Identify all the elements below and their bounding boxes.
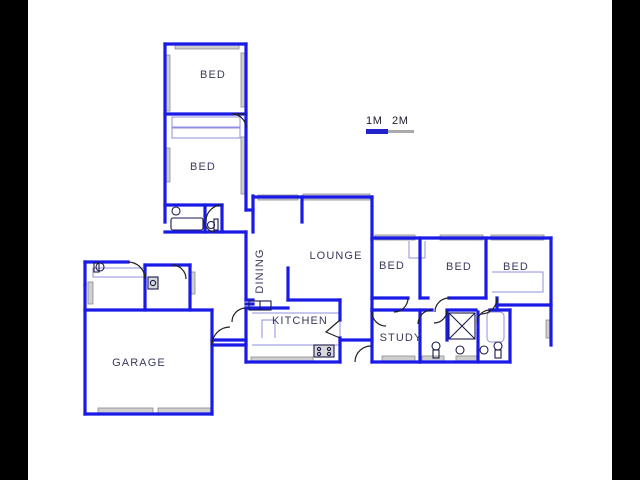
window-study-bottom: [381, 355, 416, 362]
joinery-group: [92, 116, 544, 346]
scale-bar: 1M 2M: [366, 115, 414, 134]
bath-tub-outline: [486, 311, 505, 343]
door-bed-r1: [393, 297, 409, 313]
washer-utility: [147, 276, 159, 290]
door-bath-inner: [204, 221, 216, 233]
washer-drum: [149, 279, 157, 287]
basin-utility: [95, 262, 105, 272]
toilet-b4: [494, 349, 502, 359]
floor-plan-drawing: BED BED DINING LOUNGE KITCHEN GARAGE BED…: [83, 42, 553, 416]
doors-group: [127, 113, 498, 363]
closet-bed-north-2: [171, 127, 241, 139]
room-label-bed-top-south: BED: [190, 161, 216, 173]
room-label-bed-right-3: BED: [503, 261, 529, 273]
room-label-bed-right-1: BED: [379, 260, 405, 272]
window-bath-bottom-2: [455, 355, 479, 362]
basin-b3: [479, 345, 489, 355]
room-label-bed-right-2: BED: [446, 261, 472, 273]
door-utility-2: [171, 264, 187, 280]
door-kitchen-garage: [211, 326, 231, 346]
room-label-dining: DINING: [254, 248, 266, 293]
door-bath-1: [433, 309, 448, 324]
door-utility-1: [127, 261, 146, 280]
room-label-lounge: LOUNGE: [309, 250, 362, 262]
door-bed-north: [231, 113, 247, 129]
door-study-left: [371, 311, 387, 327]
door-kitchen-right: [354, 345, 372, 363]
letterbox-right-bar: [612, 0, 640, 480]
door-study-right: [417, 309, 433, 325]
door-dining-left: [231, 307, 247, 323]
closet-bed-right3: [492, 271, 544, 293]
toilet-utility: [93, 262, 100, 273]
kitchen-stove: [313, 344, 335, 358]
toilet-b1: [432, 349, 440, 359]
door-bath-top: [205, 204, 223, 222]
basin-b2: [455, 345, 465, 355]
stove-burner-4: [326, 351, 332, 357]
scale-label-2m: 2M: [392, 115, 408, 127]
letterbox-left-bar: [0, 0, 28, 480]
room-label-study: STUDY: [380, 332, 423, 344]
basin-b4: [493, 341, 503, 351]
basin-b1: [431, 341, 441, 351]
counter-utility: [92, 267, 146, 278]
scale-label-1m: 1M: [366, 115, 382, 127]
fixtures-group: [93, 206, 503, 359]
scale-bar-filled: [366, 129, 388, 134]
toilet-top: [206, 220, 216, 230]
stove-burner-3: [316, 351, 322, 357]
shower-stall: [448, 312, 476, 340]
toilet-top-tank: [213, 218, 219, 231]
door-bath-2: [476, 309, 491, 324]
kitchen-island: [261, 319, 276, 338]
kitchen-counter-run: [252, 312, 341, 346]
closet-bed-right2: [408, 241, 426, 259]
closet-bed-north: [171, 116, 241, 128]
stove-burner-1: [316, 346, 322, 352]
scale-bar-empty: [388, 130, 414, 133]
shower-x-2: [448, 312, 476, 340]
door-kitchen-lounge: [324, 319, 341, 339]
room-label-garage: GARAGE: [112, 357, 166, 369]
room-labels-group: BED BED DINING LOUNGE KITCHEN GARAGE BED…: [112, 69, 529, 369]
door-bed-r2: [434, 297, 450, 313]
window-utility-left: [87, 281, 94, 305]
room-label-kitchen: KITCHEN: [272, 315, 328, 327]
basin-top: [171, 206, 181, 216]
bathtub-top: [170, 217, 204, 231]
floor-plan-canvas: BED BED DINING LOUNGE KITCHEN GARAGE BED…: [28, 0, 612, 480]
door-bed-r3: [480, 297, 498, 315]
stove-burner-2: [326, 346, 332, 352]
room-label-bed-top-north: BED: [200, 69, 226, 81]
